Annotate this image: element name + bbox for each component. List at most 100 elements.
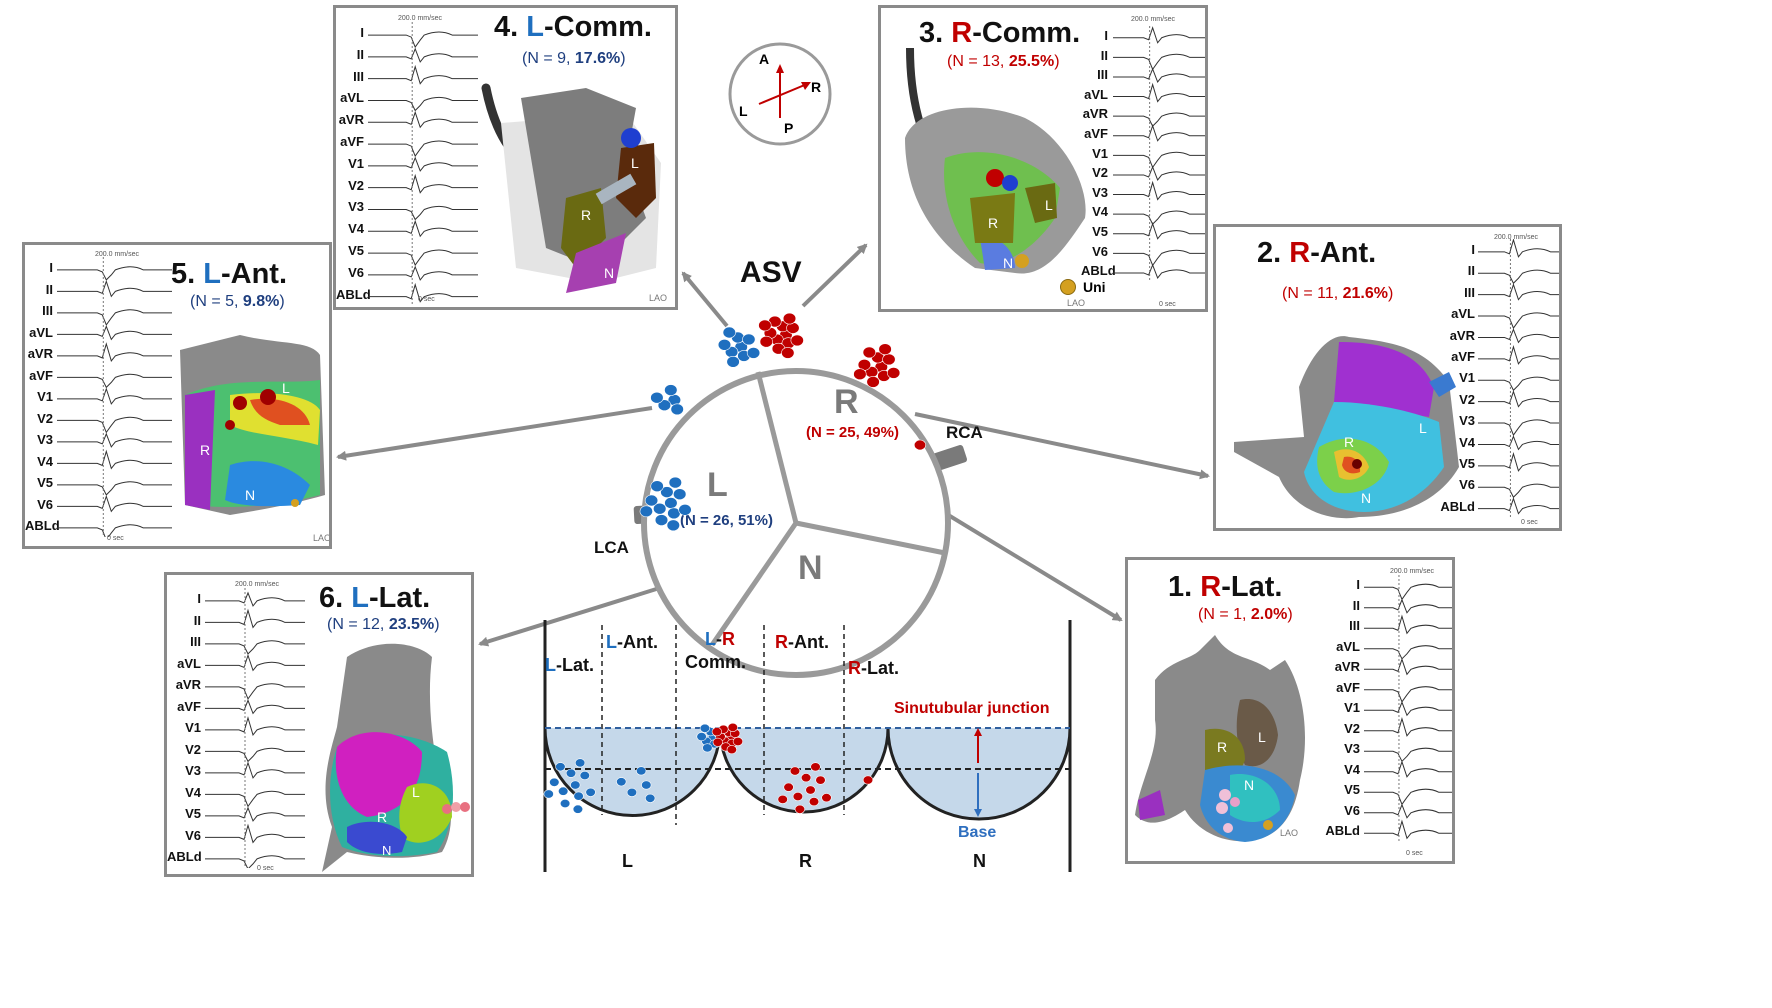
ecg-lead-labels: I II III aVL aVR aVF V1 V2 V3 V4 V5 V6 A… xyxy=(1081,26,1116,281)
right-cusp-stat: (N = 25, 49%) xyxy=(806,424,899,441)
panel-title: 2. R-Ant. xyxy=(1257,237,1377,269)
lead-label: I xyxy=(1471,242,1475,257)
left-site-dot xyxy=(726,355,740,368)
site-dots xyxy=(543,722,874,814)
segment-comm-word: Comm. xyxy=(685,652,746,672)
left-site-dot xyxy=(572,804,584,814)
ecg-speed-label: 200.0 mm/sec xyxy=(95,251,139,258)
right-site-dot xyxy=(878,343,892,356)
ecg-trace xyxy=(1364,686,1452,703)
ecg-trace xyxy=(368,265,478,281)
lead-label: aVR xyxy=(175,677,201,692)
panel-title: 3. R-Comm. xyxy=(919,17,1081,49)
ecg-trace xyxy=(57,387,172,405)
ecg-traces xyxy=(205,588,305,868)
left-site-dot xyxy=(549,777,560,787)
right-site-dot xyxy=(913,439,927,451)
ecg-traces xyxy=(57,257,172,537)
ecg-trace xyxy=(205,790,305,808)
ecg-speed-label: 200.0 mm/sec xyxy=(1131,16,1175,23)
lead-label: aVR xyxy=(1082,106,1108,122)
ecg-trace xyxy=(205,823,305,844)
ecg-trace xyxy=(205,653,305,672)
lead-label: aVR xyxy=(27,346,53,361)
lead-label: aVF xyxy=(1084,125,1108,141)
right-site-dot xyxy=(886,367,901,379)
unipolar-legend-label: Uni xyxy=(1083,279,1106,295)
ecg-trace xyxy=(205,761,305,779)
left-site-dot xyxy=(660,486,674,498)
bottom-label-r: R xyxy=(799,851,812,871)
ecg-trace xyxy=(1364,598,1452,614)
left-site-dot xyxy=(667,507,681,520)
ecg-trace xyxy=(368,110,478,129)
left-site-dot xyxy=(702,743,713,753)
right-site-dot xyxy=(862,346,876,359)
left-site-dot xyxy=(574,758,586,768)
map-label: L xyxy=(631,155,639,171)
lead-label: V2 xyxy=(1092,165,1108,181)
ecg-trace xyxy=(1364,819,1452,840)
left-site-dot xyxy=(558,786,569,796)
ecg-trace xyxy=(205,608,305,629)
ecg-trace xyxy=(1478,497,1559,515)
segment-r-lat: R-Lat. xyxy=(848,658,899,678)
lead-label: ABLd xyxy=(167,849,202,864)
lead-label: aVL xyxy=(1451,306,1475,322)
left-site-dot xyxy=(678,503,692,516)
lead-label: aVF xyxy=(29,367,53,383)
left-site-dot xyxy=(673,488,687,501)
ecg-trace xyxy=(205,640,305,655)
right-site-dot xyxy=(727,722,738,732)
ecg-lead-labels: I II III aVL aVR aVF V1 V2 V3 V4 V5 V6 A… xyxy=(1440,239,1475,517)
lead-label: aVF xyxy=(177,698,201,714)
panel-r-lat: 1. R-Lat. (N = 1, 2.0%) R L N LAO I II I… xyxy=(1125,557,1455,864)
ecg-trace xyxy=(368,173,478,194)
right-site-dot xyxy=(821,793,832,803)
direction-arrows xyxy=(336,243,1210,647)
lead-label: aVR xyxy=(1449,327,1475,343)
ecg-trace xyxy=(1478,376,1559,392)
ecg-trace xyxy=(1113,124,1205,142)
lead-label: III xyxy=(1097,67,1108,83)
lead-label: aVL xyxy=(1084,86,1108,102)
lead-label: ABLd xyxy=(1081,263,1116,279)
ecg-trace xyxy=(1478,283,1559,301)
ecg-traces xyxy=(1364,575,1452,842)
right-site-dot xyxy=(808,797,820,807)
ecg-speed-label: 200.0 mm/sec xyxy=(1390,568,1434,575)
right-site-dot xyxy=(805,785,816,795)
panel-l-ant: 200.0 mm/sec I II III aVL aVR aVF V1 V2 … xyxy=(22,242,332,549)
lead-label: aVF xyxy=(1336,679,1360,695)
lead-label: V5 xyxy=(37,475,53,490)
map-label: N xyxy=(1003,255,1013,271)
left-site-dot xyxy=(664,384,678,396)
ecg-trace xyxy=(1478,312,1559,330)
ecg-trace xyxy=(368,47,478,63)
left-cusp-stat: (N = 26, 51%) xyxy=(680,512,773,529)
lead-label: V2 xyxy=(37,410,53,426)
lead-label: III xyxy=(42,303,53,318)
ecg-trace xyxy=(1113,249,1205,267)
ecg-trace xyxy=(57,279,172,298)
lead-label: II xyxy=(1352,597,1360,613)
view-label: LAO xyxy=(1067,298,1086,308)
left-site-dot xyxy=(717,338,732,351)
noncoronary-cusp-letter: N xyxy=(798,549,823,587)
map-label: L xyxy=(1258,729,1266,745)
ecg-trace xyxy=(205,699,305,715)
left-site-dot xyxy=(639,505,653,518)
ecg-trace xyxy=(1364,645,1452,660)
right-site-dot xyxy=(794,804,806,814)
right-site-dot xyxy=(777,794,788,804)
left-cusp-letter: L xyxy=(707,466,728,504)
cusp-commissures xyxy=(709,371,946,647)
ecg-lead-labels: I II III aVL aVR aVF V1 V2 V3 V4 V5 V6 A… xyxy=(336,22,371,305)
lead-label: V3 xyxy=(1459,413,1475,429)
ecg-trace xyxy=(1364,803,1452,819)
lead-label: V4 xyxy=(185,784,201,800)
right-site-dot xyxy=(781,347,795,359)
lead-label: II xyxy=(1467,263,1475,279)
ecg-trace xyxy=(1364,747,1452,763)
